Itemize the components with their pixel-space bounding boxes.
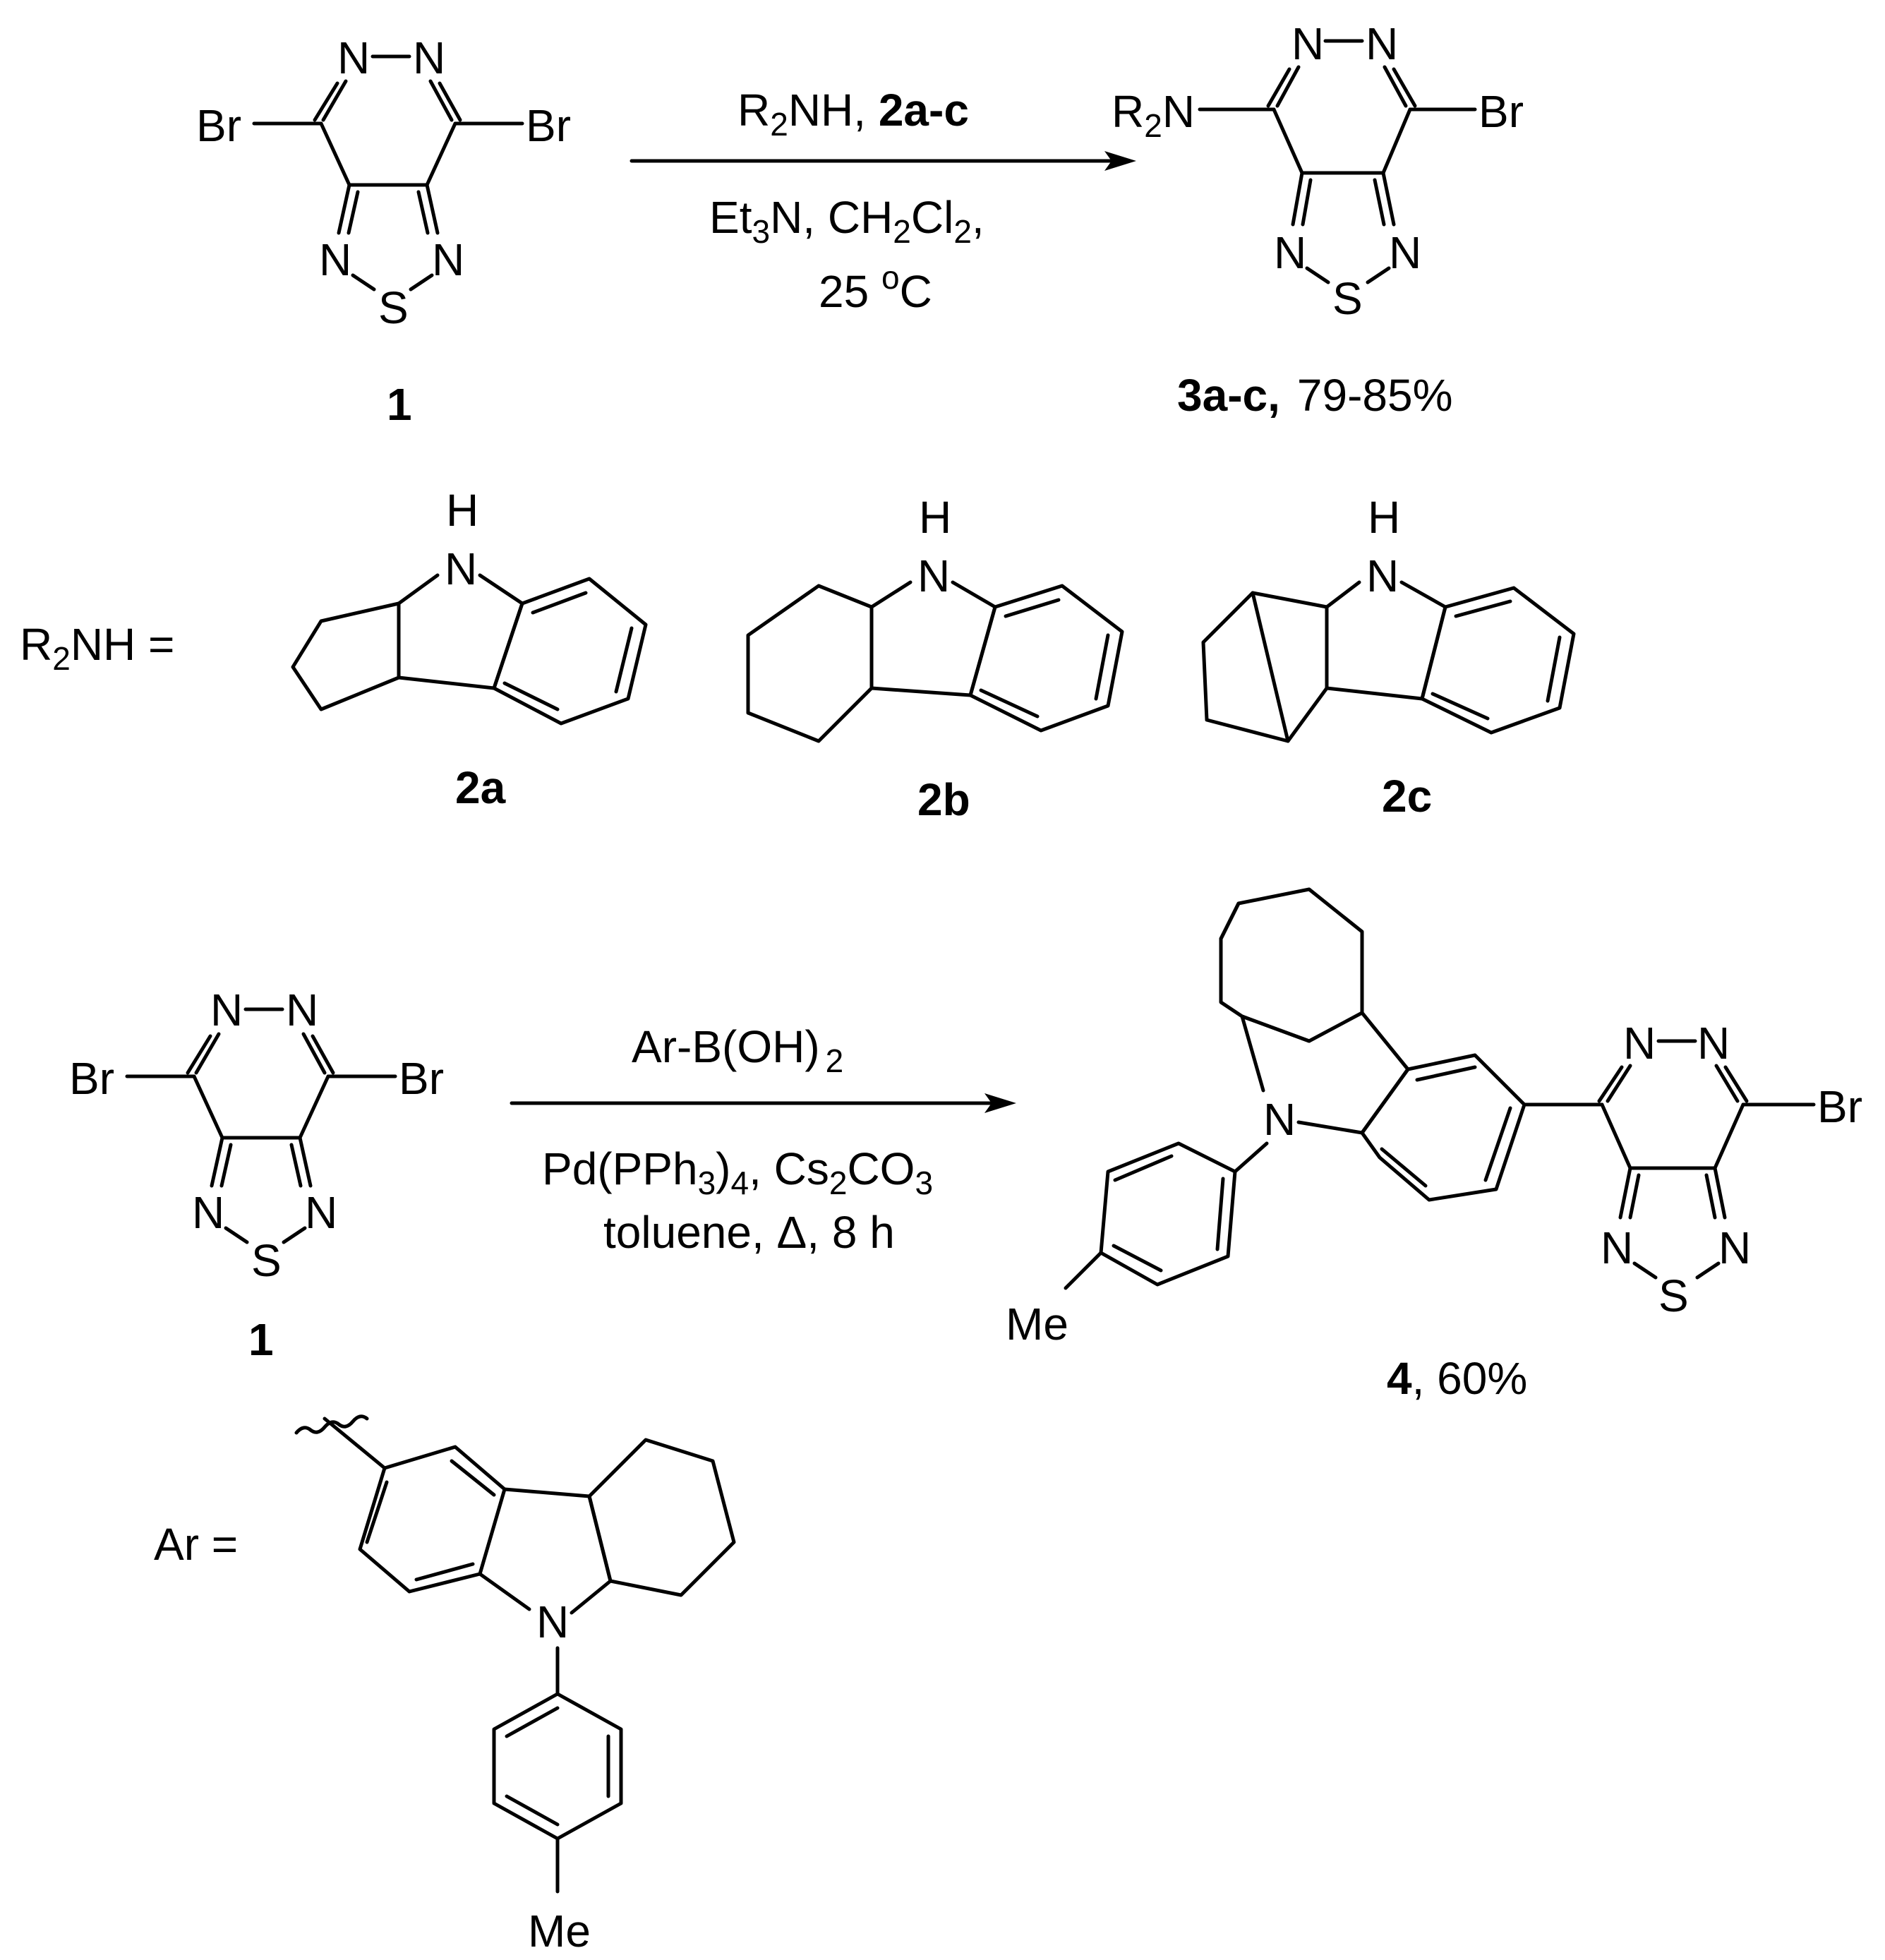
bond	[351, 273, 376, 291]
amine-definition-prefix: R2NH =	[20, 619, 174, 677]
compound-label: 2a	[455, 762, 506, 813]
reaction-2-conditions: Pd(PPh3)4, Cs2CO3	[542, 1143, 933, 1201]
atom-n: N	[305, 1187, 337, 1238]
atom-br: Br	[196, 100, 241, 151]
amine-2c-structure: H N	[1201, 492, 1576, 743]
product-4-structure: N Me N N Br N N	[1006, 887, 1862, 1349]
reaction-1-reagent: R2NH, 2a-c	[737, 85, 969, 143]
atom-n: N	[1263, 1094, 1296, 1145]
bond	[409, 273, 434, 291]
reaction-2-reagent: Ar-B(OH)2	[632, 1021, 843, 1079]
atom-s: S	[1658, 1270, 1689, 1321]
bond	[416, 190, 430, 235]
atom-n: N	[917, 551, 950, 601]
atom-s: S	[1332, 273, 1363, 324]
atom-me: Me	[1006, 1299, 1068, 1349]
bond	[347, 190, 360, 235]
compound-label: 2c	[1382, 771, 1432, 822]
bond	[425, 121, 457, 187]
atom-n: N	[413, 32, 445, 83]
ar-group-structure: N Me	[294, 1414, 736, 1956]
atom-n: N	[1291, 18, 1324, 69]
atom-br: Br	[526, 100, 571, 151]
reaction-1-conditions: Et3N, CH2Cl2,	[709, 192, 984, 250]
atom-n: N	[1366, 551, 1399, 601]
bond	[313, 81, 339, 122]
reaction-1-temperature: 25 oC	[819, 259, 932, 317]
bond	[337, 183, 351, 235]
r2n-group: R2N	[1112, 86, 1195, 144]
compound-1-structure: N N Br Br N N S	[196, 32, 571, 333]
atom-n: N	[445, 543, 477, 594]
atom-n: N	[1389, 227, 1421, 278]
atom-n: N	[1697, 1018, 1730, 1069]
bond	[321, 79, 348, 122]
compound-label: 2b	[917, 774, 970, 825]
reaction-arrow-2	[510, 1093, 1016, 1113]
atom-h: H	[446, 485, 478, 536]
compound-label: 1	[248, 1314, 274, 1365]
atom-me: Me	[528, 1906, 591, 1956]
amine-2a-structure: H N	[291, 485, 648, 726]
atom-n: N	[1601, 1222, 1633, 1273]
ar-definition-prefix: Ar =	[154, 1519, 238, 1570]
atom-h: H	[919, 492, 951, 543]
atom-n: N	[432, 234, 464, 285]
atom-n: N	[286, 985, 318, 1035]
atom-n: N	[319, 234, 351, 285]
bond	[319, 121, 351, 187]
bond	[425, 183, 440, 235]
atom-n: N	[1274, 227, 1306, 278]
atom-n: N	[337, 32, 370, 83]
atom-n: N	[192, 1187, 224, 1238]
atom-n: N	[536, 1597, 569, 1647]
atom-n: N	[1366, 18, 1398, 69]
atom-n: N	[1718, 1222, 1751, 1273]
atom-n: N	[1623, 1018, 1656, 1069]
product-4-label: 4, 60%	[1387, 1353, 1527, 1404]
reaction-2-solvent: toluene, Δ, 8 h	[603, 1207, 895, 1258]
bond	[438, 81, 462, 122]
compound-label: 1	[387, 379, 412, 430]
atom-br: Br	[399, 1053, 444, 1104]
compound-1b-structure: N N Br Br N N S	[69, 985, 444, 1286]
atom-h: H	[1368, 492, 1400, 543]
bond	[428, 79, 454, 122]
product-3-label: 3a-c,79-85%	[1177, 370, 1452, 421]
atom-n: N	[210, 985, 243, 1035]
atom-s: S	[378, 282, 409, 333]
atom-s: S	[251, 1235, 282, 1286]
reaction-arrow-1	[630, 151, 1136, 171]
amine-2b-structure: H N	[746, 492, 1124, 743]
atom-br: Br	[1479, 86, 1524, 137]
atom-br: Br	[1817, 1081, 1862, 1132]
product-3-structure: N N R2N Br N N S	[1112, 18, 1524, 324]
atom-br: Br	[69, 1053, 114, 1104]
